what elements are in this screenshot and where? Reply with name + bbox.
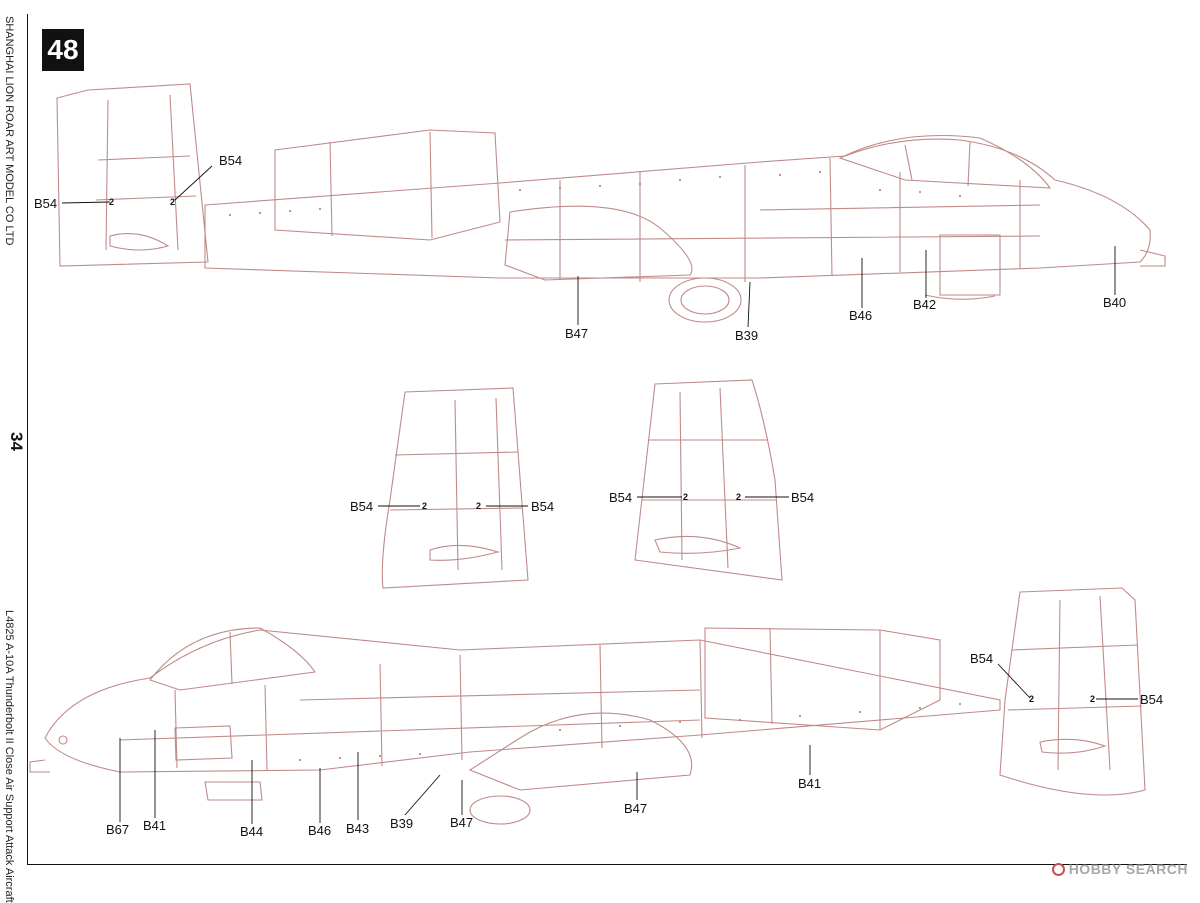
page-number: 34: [7, 432, 26, 451]
callout-label: B39: [735, 328, 758, 343]
callout-label: B40: [1103, 295, 1126, 310]
callout-label: B47: [624, 801, 647, 816]
callout-label: B54: [350, 499, 373, 514]
aircraft-bottom-view: [29, 587, 1146, 825]
decal-number-marker: 2: [1029, 694, 1034, 704]
callout-label: B39: [390, 816, 413, 831]
frame-bottom-line: [27, 864, 1187, 865]
callout-label: B54: [34, 196, 57, 211]
tail-left-view: [381, 387, 529, 589]
product-text: L4825 A-10A Thunderbolt II Close Air Sup…: [3, 610, 15, 903]
callout-label: B67: [106, 822, 129, 837]
decal-number-marker: 2: [1090, 694, 1095, 704]
callout-label: B44: [240, 824, 263, 839]
rivets-bottom-view: [299, 703, 961, 761]
decal-number-marker: 2: [109, 197, 114, 207]
callout-label: B54: [791, 490, 814, 505]
callout-label: B54: [219, 153, 242, 168]
decal-number-marker: 2: [683, 492, 688, 502]
technical-drawing: 2 2 2 2 2 2 2 2 B54 B54 B47 B39 B46 B42 …: [29, 83, 1166, 839]
callout-label: B43: [346, 821, 369, 836]
callout-label: B47: [565, 326, 588, 341]
callout-label: B54: [1140, 692, 1163, 707]
tail-right-view: [634, 379, 783, 581]
callout-label: B54: [531, 499, 554, 514]
callout-label: B41: [143, 818, 166, 833]
publisher-text: SHANGHAI LION ROAR ART MODEL CO LTD: [3, 16, 15, 246]
frame-left-line: [27, 14, 28, 865]
hobby-search-watermark: HOBBY SEARCH: [1051, 861, 1188, 877]
callout-label: B54: [609, 490, 632, 505]
watermark-text: HOBBY SEARCH: [1068, 861, 1188, 877]
aircraft-top-view: [56, 83, 1166, 323]
decal-number-marker: 2: [476, 501, 481, 511]
callout-label: B54: [970, 651, 993, 666]
callout-label: B42: [913, 297, 936, 312]
decal-number-marker: 2: [736, 492, 741, 502]
step-number-badge: 48: [42, 29, 84, 71]
callout-label: B46: [308, 823, 331, 838]
rivets-top-view: [229, 171, 961, 216]
leader-lines: [61, 165, 1138, 824]
decal-number-marker: 2: [170, 197, 175, 207]
callout-label: B41: [798, 776, 821, 791]
callout-label: B47: [450, 815, 473, 830]
callout-label: B46: [849, 308, 872, 323]
instruction-page: 48 SHANGHAI LION ROAR ART MODEL CO LTD 3…: [3, 14, 1188, 903]
decal-number-marker: 2: [422, 501, 427, 511]
hobby-search-logo-icon: [1051, 862, 1065, 876]
